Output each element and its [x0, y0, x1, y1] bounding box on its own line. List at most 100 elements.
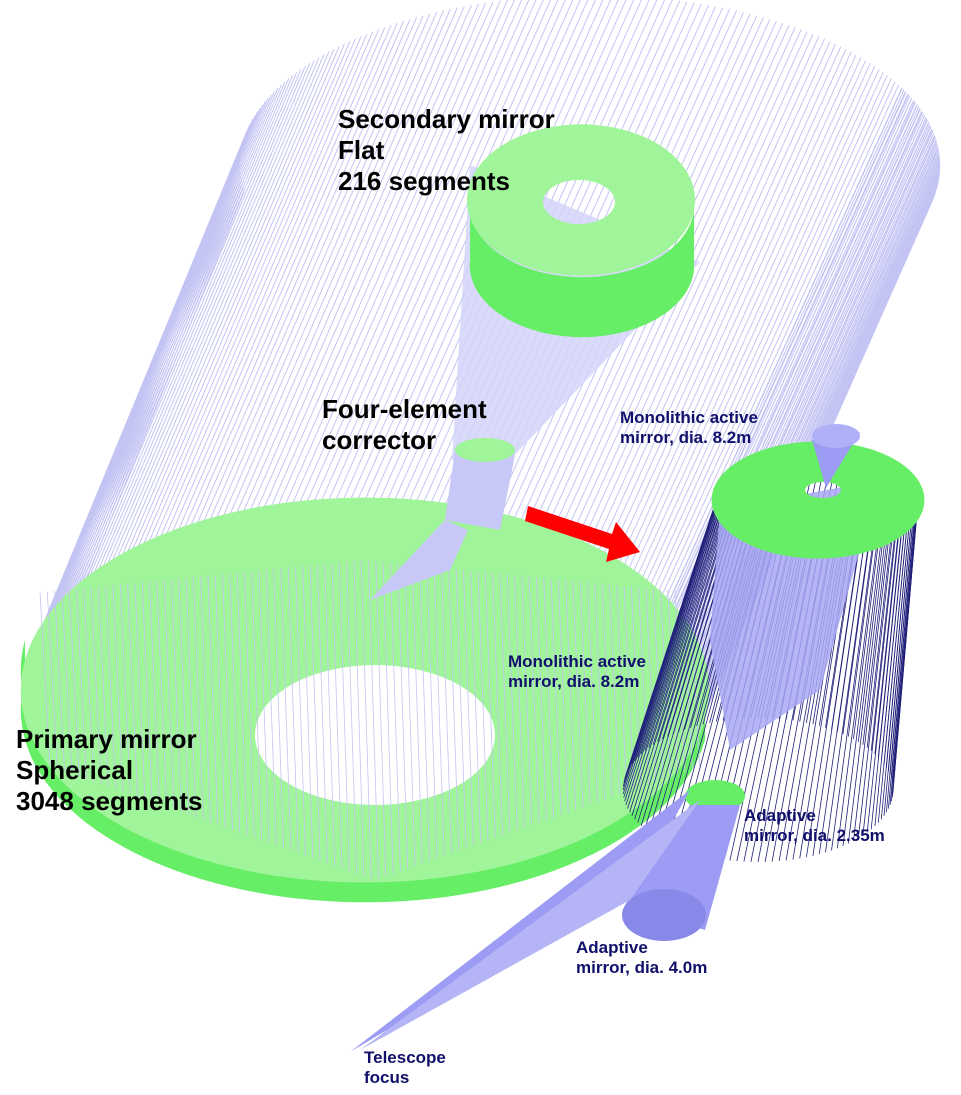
- ray-line: [327, 0, 552, 502]
- ray-line: [543, 577, 555, 818]
- ray-line: [390, 562, 401, 872]
- ray-line: [202, 15, 424, 524]
- focus-beam-2: [360, 800, 700, 1050]
- secondary-mirror: [466, 124, 696, 276]
- ray-line: [222, 10, 444, 518]
- ray-line: [127, 583, 138, 797]
- ray-line: [265, 569, 277, 846]
- ray-line: [115, 48, 335, 561]
- ray-line: [397, 563, 409, 869]
- ray-line: [244, 572, 255, 838]
- ray-line: [270, 1, 494, 508]
- ray-line: [629, 482, 724, 768]
- ray-line: [433, 566, 445, 856]
- ray-line: [629, 516, 724, 813]
- ray-line: [200, 576, 211, 823]
- ray-line: [630, 586, 642, 787]
- ray-line: [196, 17, 418, 526]
- ray-line: [309, 565, 321, 861]
- ray-line: [61, 87, 279, 605]
- ray-line: [375, 561, 387, 877]
- ray-line: [342, 0, 566, 501]
- ray-line: [638, 587, 649, 785]
- ray-line: [165, 27, 386, 537]
- ray-line: [302, 566, 314, 859]
- ray-line: [557, 579, 569, 813]
- ray-line: [353, 561, 365, 877]
- ray-line: [608, 46, 842, 558]
- ray-line: [192, 577, 204, 820]
- ray-line: [331, 563, 343, 869]
- arrow-icon: [525, 506, 640, 562]
- ray-line: [360, 560, 372, 879]
- ray-line: [631, 480, 726, 765]
- ray-line: [171, 579, 182, 813]
- ray-line: [484, 572, 496, 838]
- ray-line: [382, 561, 394, 874]
- focus-beam: [350, 790, 690, 1052]
- ray-line: [256, 3, 480, 511]
- ray-line: [68, 589, 80, 777]
- ray-line: [448, 568, 460, 851]
- ray-line: [207, 575, 219, 826]
- ray-line: [141, 582, 153, 803]
- ray-line: [463, 569, 474, 846]
- ray-line: [236, 572, 248, 836]
- ray-line: [579, 581, 591, 805]
- ray-line: [242, 6, 465, 513]
- ray-line: [335, 0, 559, 501]
- ray-line: [623, 505, 719, 798]
- ray-line: [890, 491, 918, 779]
- ray-line: [572, 580, 584, 808]
- ray-line: [90, 587, 102, 785]
- secondary-mirror-side: [469, 200, 694, 338]
- ray-line: [441, 567, 452, 854]
- ray-line: [79, 72, 298, 587]
- ray-line: [664, 84, 900, 601]
- ray-line: [368, 560, 379, 879]
- ray-line: [280, 568, 292, 851]
- ray-line: [632, 60, 867, 574]
- ray-line: [426, 566, 438, 859]
- corrector-top: [455, 438, 515, 462]
- ray-line: [637, 474, 730, 758]
- ray-line: [163, 580, 175, 810]
- ray-line: [645, 68, 880, 584]
- ray-line: [346, 561, 357, 874]
- ray-line: [653, 75, 888, 590]
- ray-line: [618, 51, 852, 564]
- ray-line: [120, 46, 340, 558]
- ray-line: [92, 63, 311, 577]
- ray-line: [825, 547, 869, 853]
- adaptive-mirror-large: [622, 889, 706, 941]
- ray-line: [645, 588, 657, 782]
- top-small-cone-end: [812, 424, 860, 448]
- ray-line: [636, 62, 871, 577]
- ray-line: [891, 494, 918, 783]
- ray-line: [287, 567, 299, 854]
- ray-line: [171, 24, 392, 534]
- ray-line: [581, 33, 814, 544]
- ray-line: [258, 570, 270, 843]
- ray-line: [657, 78, 892, 594]
- ray-line: [54, 94, 272, 612]
- ray-line: [667, 87, 903, 604]
- ray-line: [134, 582, 146, 800]
- ray-line: [273, 569, 284, 849]
- ray-line: [660, 81, 896, 598]
- ray-line: [208, 13, 431, 522]
- ray-line: [411, 564, 423, 864]
- ray-line: [105, 585, 117, 790]
- ray-line: [631, 519, 726, 816]
- ray-line: [54, 591, 65, 772]
- ray-line: [313, 0, 537, 503]
- corrector-body: [445, 450, 515, 530]
- ray-line: [565, 580, 576, 810]
